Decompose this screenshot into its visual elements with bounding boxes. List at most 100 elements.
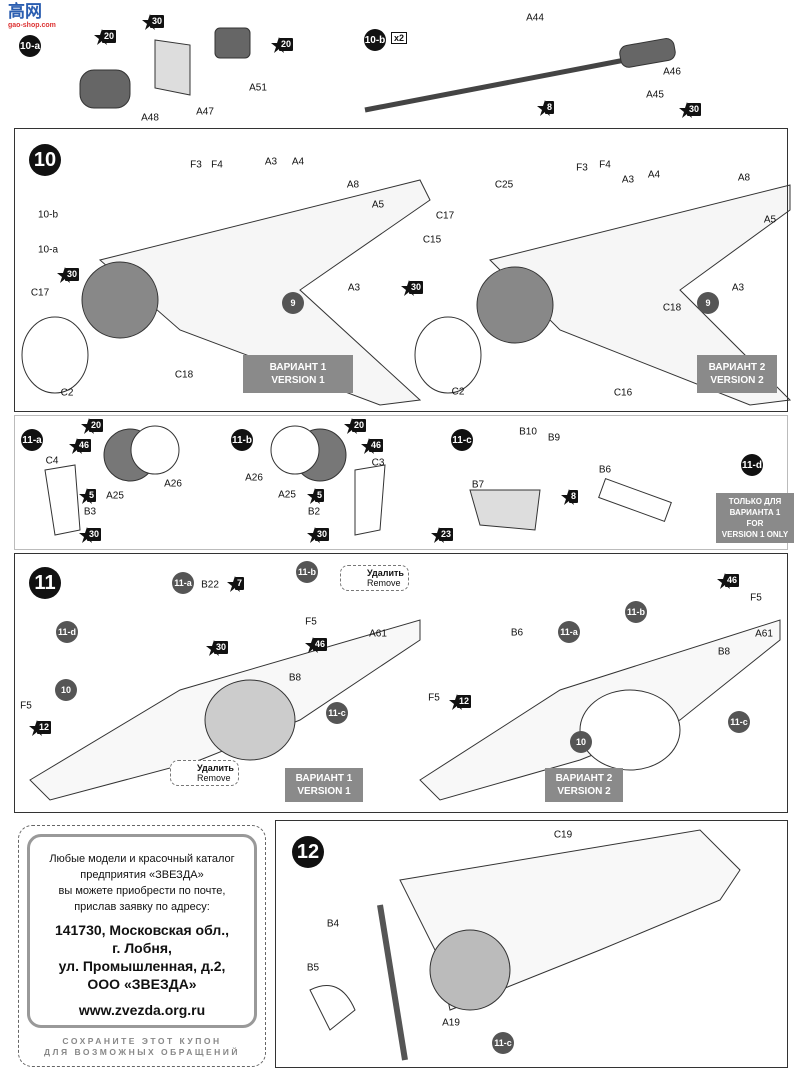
paint-number: 20 xyxy=(279,38,294,51)
part-label: A5 xyxy=(763,214,777,226)
part-label: C15 xyxy=(422,234,442,246)
part-label: A19 xyxy=(442,1017,460,1029)
paint-color-star: 20 xyxy=(81,418,104,434)
part-label: 10-a xyxy=(37,244,59,256)
paint-color-star: 20 xyxy=(344,418,367,434)
step-10b-badge: 10-b xyxy=(364,29,386,51)
part-label: C2 xyxy=(451,386,465,398)
gun-barrel-drawing xyxy=(364,57,626,113)
subassembly-ref-badge: 10 xyxy=(55,679,77,701)
paint-color-star: 30 xyxy=(307,527,330,543)
part-label: F5 xyxy=(20,700,32,712)
part-label: A26 xyxy=(164,478,182,490)
part-label: A25 xyxy=(106,490,124,502)
part-label: B2 xyxy=(307,506,321,518)
coupon-text-2: предприятия «ЗВЕЗДА» xyxy=(80,869,204,881)
cowling-drawing-v2 xyxy=(414,316,482,394)
part-label: C17 xyxy=(30,287,50,299)
part-label: B6 xyxy=(510,627,524,639)
subassembly-ref-badge: 11-b xyxy=(625,601,647,623)
step-11-panel xyxy=(14,553,788,813)
engine-drawing-step11-v2 xyxy=(579,689,681,771)
coupon-address-2: г. Лобня, xyxy=(112,940,172,956)
subassembly-ref-badge: 11-d xyxy=(56,621,78,643)
paint-number: 20 xyxy=(89,419,104,432)
part-label: A3 xyxy=(731,282,745,294)
part-label: A3 xyxy=(621,174,635,186)
part-label: C2 xyxy=(60,387,74,399)
coupon-address-4: ООО «ЗВЕЗДА» xyxy=(87,976,197,992)
step-10a-badge: 10-a xyxy=(19,35,41,57)
paint-color-star: 12 xyxy=(29,720,52,736)
gear-door-drawing-a xyxy=(44,464,81,536)
part-label: F4 xyxy=(599,159,611,171)
paint-color-star: 5 xyxy=(307,488,329,504)
paint-color-star: 30 xyxy=(401,280,424,296)
part-a48-drawing xyxy=(79,69,131,109)
gear-door-drawing-b xyxy=(354,464,386,536)
coupon-text-4: прислав заявку по адресу: xyxy=(74,901,210,913)
paint-number: 5 xyxy=(315,489,325,502)
subassembly-ref-badge: 10 xyxy=(570,731,592,753)
coupon-footer-2: ДЛЯ ВОЗМОЖНЫХ ОБРАЩЕНИЙ xyxy=(43,1047,241,1057)
propeller-drawing xyxy=(377,904,408,1061)
paint-color-star: 20 xyxy=(271,37,294,53)
paint-color-star: 30 xyxy=(206,640,229,656)
part-label: A48 xyxy=(141,112,159,124)
step-11c-badge: 11-c xyxy=(451,429,473,451)
gun-breech-drawing xyxy=(619,38,676,68)
part-label: C25 xyxy=(494,179,514,191)
paint-color-star: 46 xyxy=(717,573,740,589)
part-label: C4 xyxy=(45,455,59,467)
fuselage-drawing-v2 xyxy=(489,184,792,406)
step-12-panel xyxy=(275,820,788,1068)
paint-color-star: 7 xyxy=(227,576,249,592)
part-label: A8 xyxy=(737,172,751,184)
part-b7-drawing xyxy=(469,489,541,531)
paint-color-star: 8 xyxy=(537,100,559,116)
step-10-badge: 10 xyxy=(29,144,61,176)
paint-color-star: 8 xyxy=(561,489,583,505)
subassembly-ref-badge: 11-c xyxy=(326,702,348,724)
part-label: A4 xyxy=(291,156,305,168)
part-label: C18 xyxy=(662,302,682,314)
part-label: A44 xyxy=(526,12,544,24)
paint-number: 30 xyxy=(65,268,80,281)
step-11a-badge: 11-a xyxy=(21,429,43,451)
fuselage-drawing-v1 xyxy=(98,179,431,406)
cowling-drawing-v1 xyxy=(21,316,89,394)
paint-color-star: 30 xyxy=(57,267,80,283)
paint-number: 7 xyxy=(235,577,245,590)
engine-drawing-step11-v1 xyxy=(204,679,296,761)
part-label: A46 xyxy=(663,66,681,78)
part-label: B8 xyxy=(717,646,731,658)
engine-drawing-final xyxy=(429,929,511,1011)
part-label: F5 xyxy=(305,616,317,628)
part-label: C19 xyxy=(553,829,573,841)
paint-number: 12 xyxy=(457,695,472,708)
paint-number: 8 xyxy=(545,101,555,114)
hub-drawing-a xyxy=(130,425,180,475)
paint-number: 30 xyxy=(687,103,702,116)
paint-color-star: 12 xyxy=(449,694,472,710)
paint-color-star: 30 xyxy=(79,527,102,543)
spinner-drawing xyxy=(309,985,356,1031)
catalog-coupon: Любые модели и красочный каталог предпри… xyxy=(18,825,266,1067)
part-label: B10 xyxy=(519,426,537,438)
part-a51-drawing xyxy=(214,27,251,59)
paint-number: 20 xyxy=(352,419,367,432)
step-11d-badge: 11-d xyxy=(741,454,763,476)
step-11-subassembly-panel xyxy=(14,415,788,550)
coupon-url[interactable]: www.zvezda.org.ru xyxy=(78,1002,206,1018)
paint-number: 30 xyxy=(315,528,330,541)
paint-number: 46 xyxy=(313,638,328,651)
subassembly-ref-badge: 9 xyxy=(697,292,719,314)
part-label: B4 xyxy=(326,918,340,930)
subassembly-ref-badge: 11-c xyxy=(728,711,750,733)
